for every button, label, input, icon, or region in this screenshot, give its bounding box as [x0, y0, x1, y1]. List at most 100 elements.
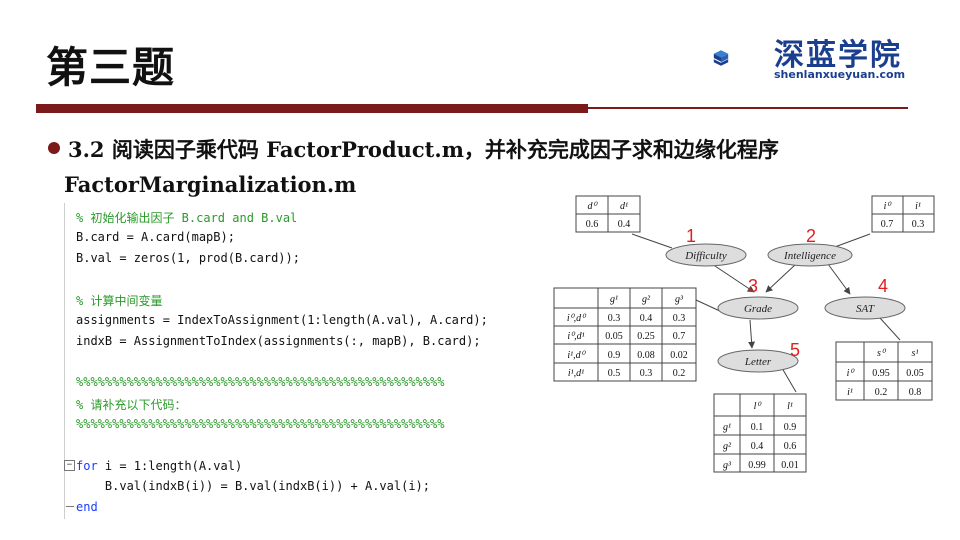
- svg-text:0.1: 0.1: [751, 422, 764, 433]
- svg-text:s¹: s¹: [912, 348, 919, 359]
- svg-text:l¹: l¹: [787, 401, 793, 412]
- svg-text:0.5: 0.5: [608, 368, 621, 379]
- section-heading-filename: FactorMarginalization.m: [64, 172, 357, 197]
- svg-text:0.6: 0.6: [586, 219, 599, 230]
- svg-text:i⁰,d⁰: i⁰,d⁰: [567, 313, 587, 324]
- node-letter: Letter: [717, 349, 799, 373]
- svg-text:0.01: 0.01: [781, 460, 799, 471]
- code-comment: %%%%%%%%%%%%%%%%%%%%%%%%%%%%%%%%%%%%%%%%…: [76, 417, 445, 431]
- svg-text:0.9: 0.9: [784, 422, 797, 433]
- node-label: Letter: [744, 356, 772, 368]
- code-line: % 请补充以下代码：: [76, 396, 186, 413]
- code-comment: % 计算中间变量: [76, 294, 163, 309]
- cpt-table-s: s⁰ s¹ i⁰ 0.95 0.05 i¹ 0.2 0.8: [835, 341, 933, 401]
- svg-text:0.9: 0.9: [608, 350, 621, 361]
- svg-text:0.3: 0.3: [640, 368, 653, 379]
- code-line: %%%%%%%%%%%%%%%%%%%%%%%%%%%%%%%%%%%%%%%%…: [76, 417, 444, 431]
- svg-text:l⁰: l⁰: [754, 401, 763, 412]
- pointer-i-table: [831, 233, 871, 249]
- pointer-l-table: [781, 367, 797, 393]
- code-line: end: [76, 500, 98, 514]
- fold-toggle-icon[interactable]: −: [64, 460, 75, 471]
- code-editor: [64, 203, 505, 519]
- svg-text:i¹: i¹: [847, 387, 853, 398]
- svg-text:s⁰: s⁰: [877, 348, 887, 359]
- svg-text:0.3: 0.3: [912, 219, 925, 230]
- edge-intelligence-sat: [827, 263, 851, 295]
- code-line: %%%%%%%%%%%%%%%%%%%%%%%%%%%%%%%%%%%%%%%%…: [76, 375, 444, 389]
- svg-text:0.4: 0.4: [751, 441, 764, 452]
- cpt-table-i: i⁰ i¹ 0.7 0.3: [871, 195, 935, 233]
- svg-text:0.7: 0.7: [881, 219, 894, 230]
- code-line: assignments = IndexToAssignment(1:length…: [76, 313, 488, 327]
- svg-text:0.6: 0.6: [784, 441, 797, 452]
- code-keyword: for: [76, 458, 98, 473]
- title-rule-thick: [36, 104, 588, 113]
- fold-end-marker: [66, 506, 74, 507]
- logo-chinese-name: 深蓝学院: [774, 38, 902, 73]
- svg-text:i¹,d⁰: i¹,d⁰: [567, 350, 586, 361]
- svg-text:i⁰: i⁰: [884, 201, 893, 212]
- title-rule-thin: [588, 107, 908, 109]
- student-bayes-network: Difficulty Intelligence Grade SAT Letter…: [553, 195, 935, 473]
- cpt-table-d: d⁰ d¹ 0.6 0.4: [575, 195, 641, 233]
- brand-logo-icon: [713, 50, 729, 66]
- edge-intelligence-grade: [765, 263, 797, 293]
- svg-text:i¹,d¹: i¹,d¹: [568, 368, 584, 379]
- code-keyword: end: [76, 500, 98, 515]
- code-line: B.val(indxB(i)) = B.val(indxB(i)) + A.va…: [76, 479, 430, 493]
- code-line: for i = 1:length(A.val): [76, 459, 242, 473]
- code-line: % 初始化输出因子 B.card and B.val: [76, 209, 297, 226]
- svg-text:0.05: 0.05: [906, 368, 924, 379]
- code-text: indxB = AssignmentToIndex(assignments(:,…: [76, 333, 481, 348]
- node-sat: SAT: [824, 296, 906, 320]
- pointer-s-table: [879, 317, 901, 341]
- edge-difficulty-grade: [711, 263, 755, 293]
- code-text: B.val = zeros(1, prod(B.card));: [76, 250, 300, 265]
- node-difficulty: Difficulty: [665, 243, 747, 267]
- node-number-1: 1: [686, 226, 696, 246]
- cpt-table-g: g¹ g² g³ i⁰,d⁰ 0.3 0.4 0.3 i⁰,d¹ 0.05 0.…: [553, 287, 697, 382]
- svg-text:d⁰: d⁰: [587, 201, 598, 212]
- svg-text:0.8: 0.8: [909, 387, 922, 398]
- bullet-dot: [48, 142, 60, 154]
- code-text: assignments = IndexToAssignment(1:length…: [76, 313, 488, 327]
- svg-text:0.05: 0.05: [605, 331, 623, 342]
- code-line: indxB = AssignmentToIndex(assignments(:,…: [76, 334, 481, 348]
- node-number-5: 5: [790, 340, 800, 360]
- code-line: % 计算中间变量: [76, 292, 162, 309]
- node-label: Grade: [744, 303, 772, 315]
- code-text: i = 1:length(A.val): [97, 458, 243, 473]
- svg-text:0.2: 0.2: [673, 368, 686, 379]
- svg-text:0.25: 0.25: [637, 331, 655, 342]
- svg-text:0.08: 0.08: [637, 350, 655, 361]
- edge-grade-letter: [748, 319, 756, 349]
- svg-text:g³: g³: [723, 460, 732, 471]
- svg-text:0.95: 0.95: [872, 368, 890, 379]
- node-label: Intelligence: [783, 250, 836, 262]
- svg-text:0.2: 0.2: [875, 387, 888, 398]
- node-number-4: 4: [878, 276, 888, 296]
- pointer-d-table: [631, 233, 673, 249]
- section-heading: 3.2 阅读因子乘代码 FactorProduct.m，并补充完成因子求和边缘化…: [68, 137, 779, 162]
- svg-text:0.7: 0.7: [673, 331, 686, 342]
- svg-text:0.3: 0.3: [608, 313, 621, 324]
- svg-text:d¹: d¹: [620, 201, 628, 212]
- node-label: SAT: [856, 303, 875, 315]
- cpt-table-l: l⁰ l¹ g¹ 0.1 0.9 g² 0.4 0.6 g³ 0.99 0.01: [713, 393, 807, 473]
- svg-text:0.3: 0.3: [673, 313, 686, 324]
- svg-text:g¹: g¹: [610, 294, 618, 305]
- pointer-g-table: [695, 299, 723, 313]
- node-label: Difficulty: [684, 250, 727, 262]
- svg-text:0.4: 0.4: [618, 219, 631, 230]
- slide-title: 第三题: [46, 43, 176, 92]
- svg-text:i⁰,d¹: i⁰,d¹: [567, 331, 584, 342]
- code-comment: % 请补充以下代码：: [76, 398, 187, 413]
- svg-text:0.4: 0.4: [640, 313, 653, 324]
- code-comment: % 初始化输出因子 B.card and B.val: [76, 211, 298, 225]
- svg-text:g¹: g¹: [723, 422, 731, 433]
- svg-text:i⁰: i⁰: [847, 368, 856, 379]
- code-text: B.val(indxB(i)) = B.val(indxB(i)) + A.va…: [76, 479, 431, 494]
- svg-text:i¹: i¹: [915, 201, 921, 212]
- code-line: B.val = zeros(1, prod(B.card));: [76, 251, 300, 265]
